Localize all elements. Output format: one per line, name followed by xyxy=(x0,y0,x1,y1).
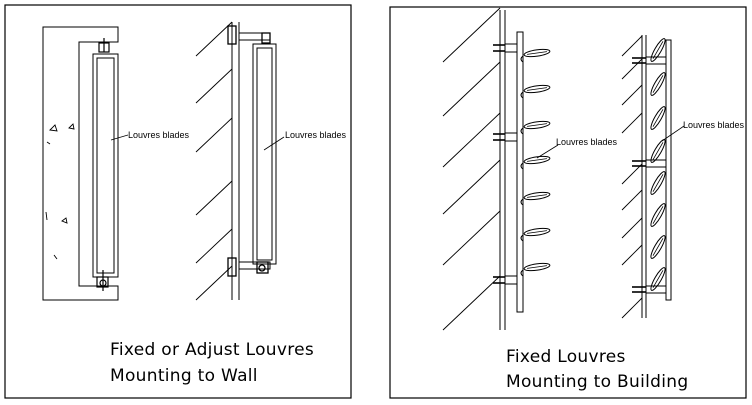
hatch-lines-building-a xyxy=(442,7,501,331)
wall-top-bracket xyxy=(98,38,110,53)
building-a-blades xyxy=(523,47,551,273)
wall-louvre-frame xyxy=(92,53,119,278)
caption-line-2: Mounting to Wall xyxy=(110,366,258,386)
left-panel-frame xyxy=(4,4,352,399)
caption-line-1: Fixed Louvres xyxy=(506,347,626,367)
leader-line xyxy=(263,136,285,151)
elevation-structure xyxy=(231,22,277,300)
right-panel-frame xyxy=(389,6,747,399)
left-panel: Louvres blades Louvres blades F xyxy=(4,4,352,399)
label-louvres-blades: Louvres blades xyxy=(556,137,618,147)
building-a-anchors xyxy=(493,44,505,284)
leader-line xyxy=(661,125,685,142)
building-b-structure xyxy=(641,35,672,318)
caption-line-1: Fixed or Adjust Louvres xyxy=(110,340,314,360)
elevation-brackets xyxy=(227,25,271,277)
hatch-lines-building-b xyxy=(621,35,643,319)
hatch-lines-left xyxy=(195,21,233,301)
right-panel: Louvres blades xyxy=(389,6,747,399)
caption-line-2: Mounting to Building xyxy=(506,372,688,392)
wall-section xyxy=(42,26,119,301)
leader-line xyxy=(110,134,129,141)
building-a-blade-hooks xyxy=(520,55,524,277)
building-a-structure xyxy=(499,10,524,330)
label-louvres-blades: Louvres blades xyxy=(128,130,190,140)
building-b-blades xyxy=(648,36,668,293)
leader-line xyxy=(536,144,559,159)
building-b-anchors xyxy=(632,57,646,293)
label-louvres-blades: Louvres blades xyxy=(683,120,745,130)
label-louvres-blades: Louvres blades xyxy=(285,130,347,140)
